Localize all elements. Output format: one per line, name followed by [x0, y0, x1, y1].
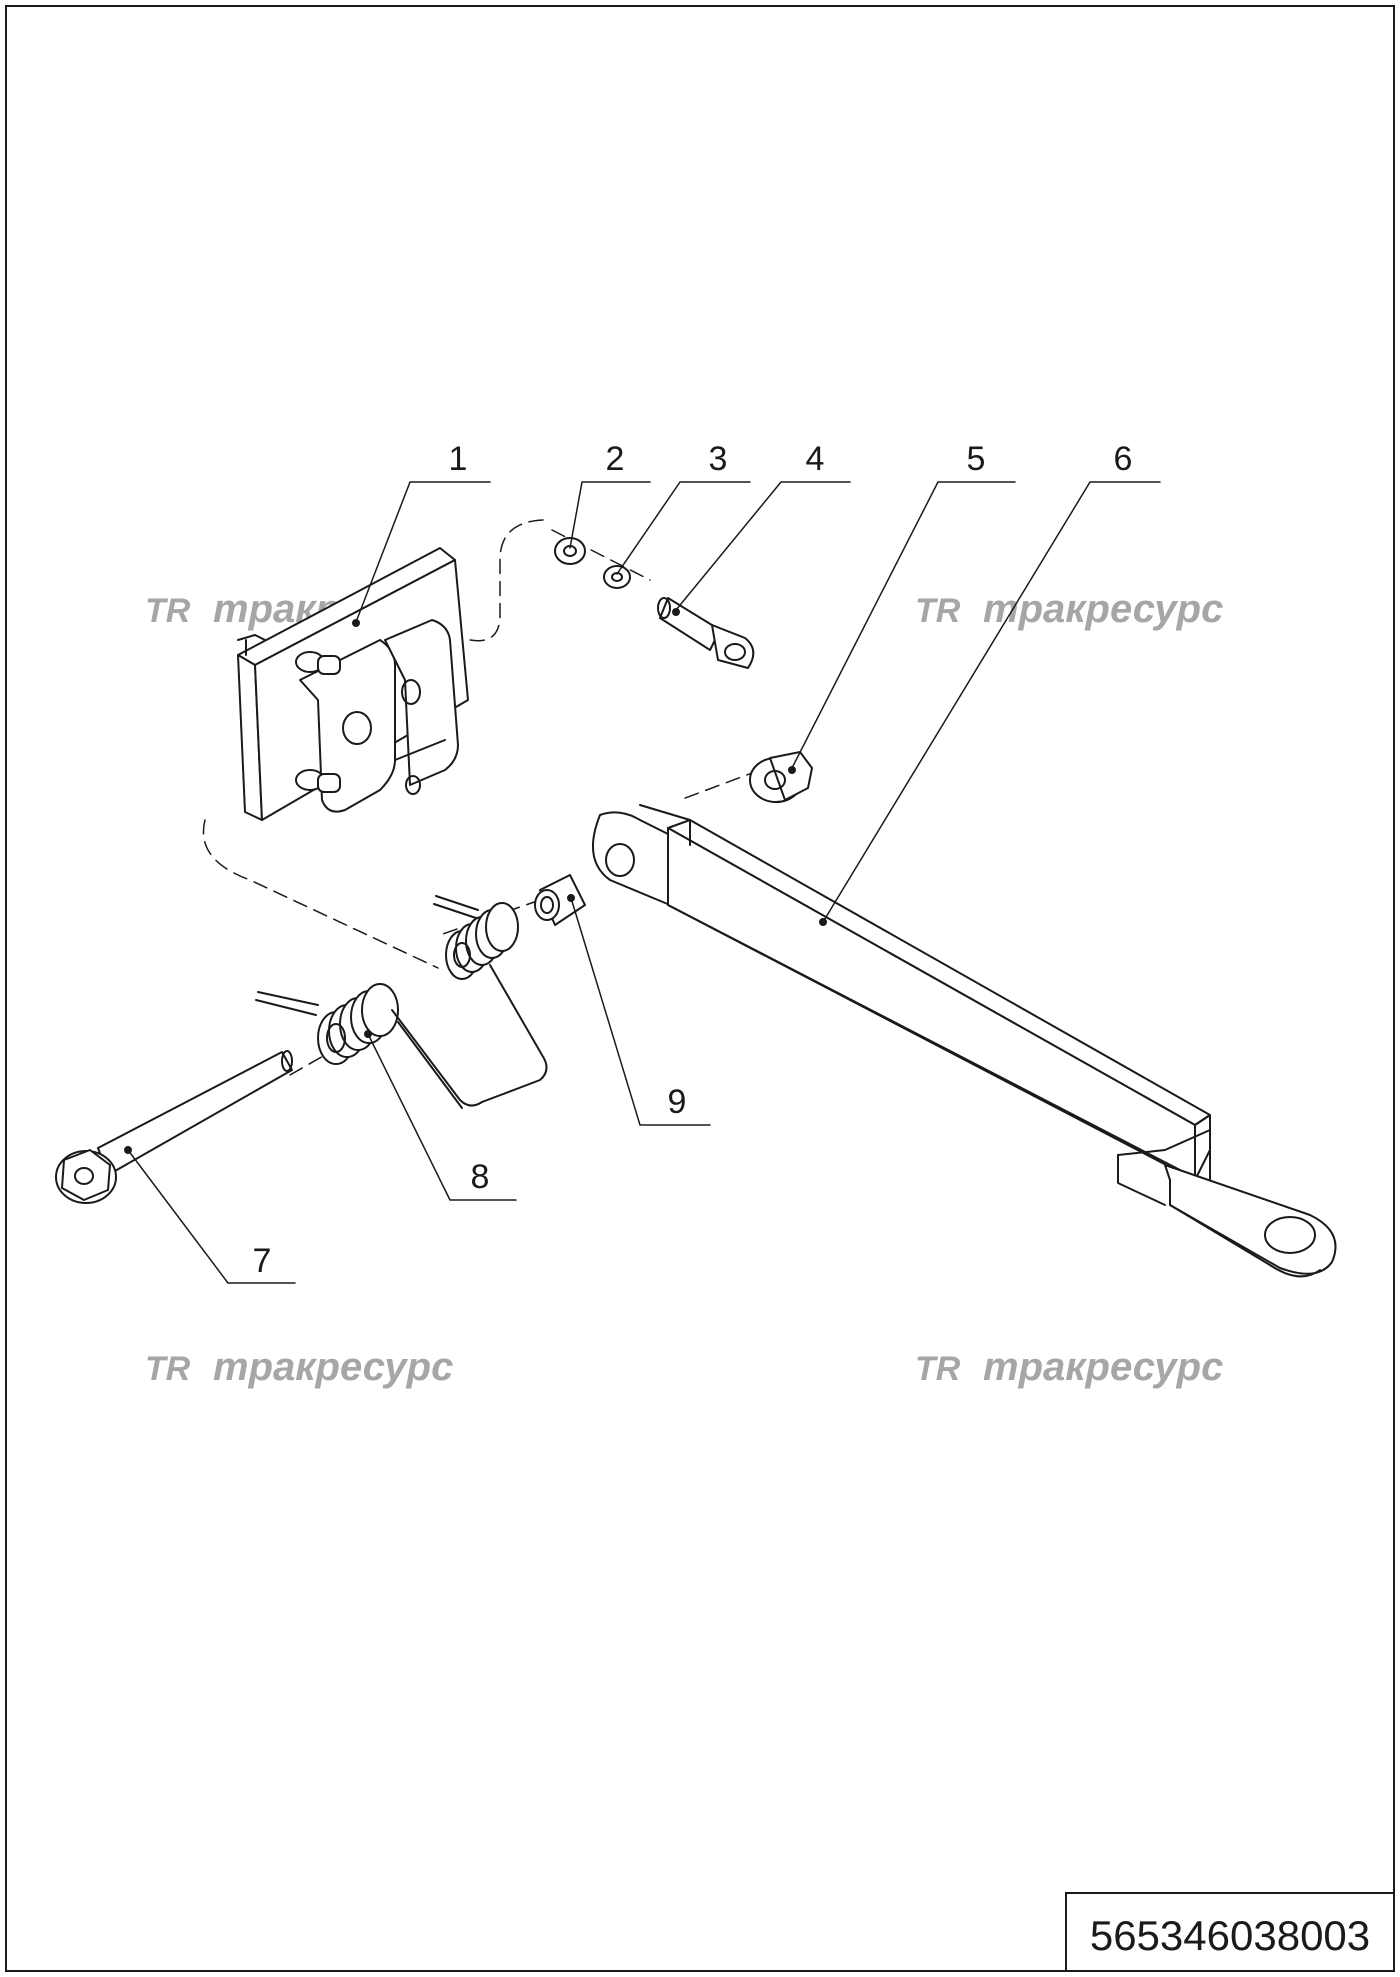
part-2-washer: [554, 537, 586, 565]
callout-2: 2: [606, 440, 625, 478]
part-4-socket-bolt: [657, 597, 755, 669]
watermark-text: тракресурс: [983, 1345, 1223, 1389]
part-9-bushing: [534, 874, 586, 926]
document-number: 565346038003: [1090, 1912, 1370, 1959]
part-7-flange-bolt: [55, 1050, 293, 1204]
callout-7: 7: [253, 1242, 272, 1280]
sheet-border: [5, 5, 1395, 1972]
leader-lines: [127, 481, 1161, 1284]
part-1-mounting-bracket: [237, 547, 469, 821]
watermark-text: тракресурс: [213, 1345, 453, 1389]
watermark-logo: TR: [145, 1350, 191, 1388]
watermark-2: TR тракресурс: [915, 587, 1223, 631]
part-6-arm-assembly: [592, 804, 1337, 1278]
callout-4: 4: [806, 440, 825, 478]
watermark-logo: TR: [915, 592, 961, 630]
part-5-flange-nut: [749, 751, 813, 803]
part-8-torsion-springs: [255, 895, 548, 1109]
watermark-3: TR тракресурс: [145, 1345, 453, 1389]
callout-9: 9: [668, 1083, 687, 1121]
watermark-logo: TR: [145, 592, 191, 630]
callouts: 1 2 3 4 5 6 7 8 9: [253, 440, 1133, 1280]
callout-5: 5: [967, 440, 986, 478]
watermark-logo: TR: [915, 1350, 961, 1388]
part-3-lock-washer: [603, 565, 631, 589]
watermark-text: тракресурс: [983, 587, 1223, 631]
callout-1: 1: [449, 440, 468, 478]
callout-6: 6: [1114, 440, 1133, 478]
watermark-4: TR тракресурс: [915, 1345, 1223, 1389]
callout-8: 8: [471, 1158, 490, 1196]
callout-3: 3: [709, 440, 728, 478]
document-number-box: 565346038003: [1065, 1892, 1395, 1972]
